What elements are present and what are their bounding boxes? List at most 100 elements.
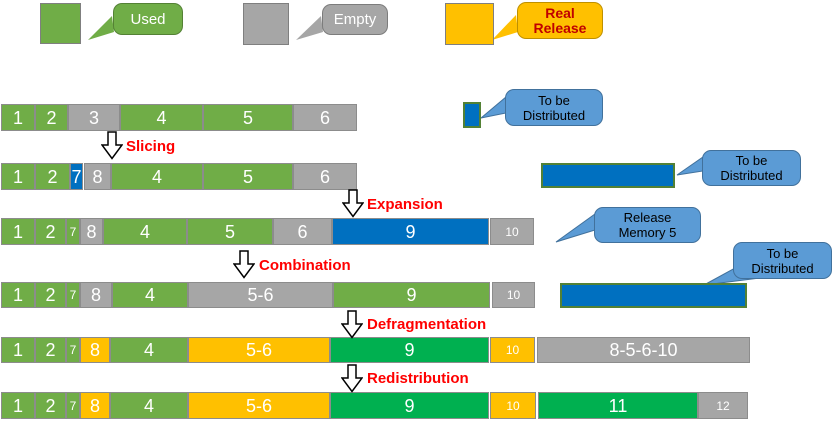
step-label-slicing: Slicing [126, 138, 176, 155]
legend-bubble-used: Used [113, 3, 183, 35]
callout-tail-to-be-distributed-1 [480, 95, 507, 119]
memory-block-label: 9 [406, 285, 417, 305]
bubble-text-line: Used [130, 10, 166, 28]
memory-block-5: 5 [203, 104, 293, 131]
bubble-text-line: To be [538, 92, 570, 108]
memory-block-2: 2 [35, 392, 66, 419]
step-label-expansion: Expansion [367, 196, 443, 213]
memory-block-1: 1 [1, 282, 35, 308]
memory-block-7: 7 [66, 282, 80, 308]
callout-tail-release-memory-5 [555, 213, 596, 243]
memory-block-10: 10 [490, 392, 536, 419]
legend-bubble-tail-empty [296, 16, 323, 40]
bubble-text-line: Release [623, 210, 672, 225]
memory-block-label: 8 [89, 340, 100, 360]
memory-block-5: 5 [203, 163, 293, 190]
bubble-text-line: Distributed [751, 260, 814, 276]
memory-block-4: 4 [110, 337, 188, 363]
memory-block-10: 10 [492, 282, 535, 308]
memory-block-label: 5 [242, 166, 253, 187]
step-arrow-icon [340, 310, 364, 339]
memory-block-label: 11 [608, 395, 628, 416]
memory-block-label: 9 [404, 340, 415, 360]
memory-block-label: 4 [143, 395, 154, 416]
memory-block-9: 9 [332, 218, 489, 245]
memory-block-10: 10 [490, 337, 535, 363]
legend-bubble-empty: Empty [322, 4, 388, 35]
memory-block-label: 5-6 [247, 285, 274, 305]
memory-block-label: 1 [12, 340, 23, 360]
memory-block-8: 8 [80, 392, 110, 419]
memory-block-label: 10 [505, 224, 519, 239]
step-arrow-icon [340, 364, 364, 393]
memory-block-1: 1 [1, 218, 35, 245]
memory-block-label: 1 [12, 221, 23, 242]
memory-block-label: 4 [156, 107, 167, 128]
memory-block-label: 4 [143, 340, 154, 360]
step-label-redistribution: Redistribution [367, 370, 469, 387]
callout-tail-to-be-distributed-2 [676, 156, 704, 176]
memory-block-4: 4 [111, 163, 203, 190]
legend-bubble-tail-real-release [492, 15, 518, 40]
bubble-text-line: Real [545, 4, 575, 21]
memory-block-label: 8-5-6-10 [609, 340, 678, 360]
memory-block-label: 7 [69, 343, 77, 357]
memory-block-5-6: 5-6 [188, 282, 333, 308]
bubble-text-line: Distributed [522, 107, 586, 123]
memory-block-label: 7 [69, 288, 77, 302]
memory-block-3: 3 [68, 104, 120, 131]
bubble-text-line: To be [735, 153, 768, 168]
memory-block-11: 11 [538, 392, 698, 419]
legend-swatch-empty [243, 3, 289, 45]
memory-block-4: 4 [103, 218, 187, 245]
bubble-text-line: Release [533, 19, 587, 36]
memory-block-label: 4 [151, 166, 162, 187]
memory-block-label: 8 [92, 166, 103, 187]
memory-block-8-5-6-10: 8-5-6-10 [537, 337, 750, 363]
memory-block-label: 2 [46, 107, 57, 128]
memory-block-label: 4 [139, 221, 150, 242]
memory-block-8: 8 [80, 218, 103, 245]
memory-block-7: 7 [70, 163, 83, 190]
memory-block-1: 1 [1, 392, 35, 419]
memory-block-label: 5-6 [245, 395, 272, 416]
bubble-text-line: Empty [333, 11, 377, 28]
legend-bubble-tail-used [88, 16, 114, 40]
memory-block-5: 5 [187, 218, 273, 245]
memory-block-label: 5 [224, 221, 235, 242]
memory-block-7: 7 [66, 337, 80, 363]
to-be-distributed-bar-small [463, 102, 481, 128]
memory-block-label: 10 [505, 343, 520, 357]
memory-block-8: 8 [80, 337, 110, 363]
memory-block-label: 3 [88, 107, 99, 128]
memory-block-2: 2 [35, 218, 66, 245]
memory-block-8: 8 [80, 282, 112, 308]
memory-block-label: 7 [71, 166, 82, 187]
memory-block-label: 10 [506, 288, 521, 302]
memory-block-label: 8 [90, 285, 101, 305]
memory-block-label: 8 [89, 395, 100, 416]
memory-block-label: 2 [45, 221, 56, 242]
legend-swatch-real-release [445, 3, 494, 45]
to-be-distributed-bar-medium [541, 163, 675, 188]
step-arrow-icon [341, 189, 365, 218]
memory-block-label: 4 [144, 285, 155, 305]
memory-block-label: 2 [45, 340, 56, 360]
memory-block-9: 9 [330, 337, 489, 363]
memory-block-2: 2 [35, 104, 68, 131]
memory-block-label: 5-6 [245, 340, 272, 360]
legend-swatch-used [40, 3, 81, 44]
memory-block-label: 1 [12, 107, 23, 128]
memory-block-label: 2 [45, 285, 56, 305]
memory-block-label: 6 [297, 221, 308, 242]
memory-block-7: 7 [66, 392, 80, 419]
memory-block-label: 7 [69, 398, 77, 413]
memory-block-4: 4 [110, 392, 188, 419]
memory-block-label: 1 [12, 166, 23, 187]
